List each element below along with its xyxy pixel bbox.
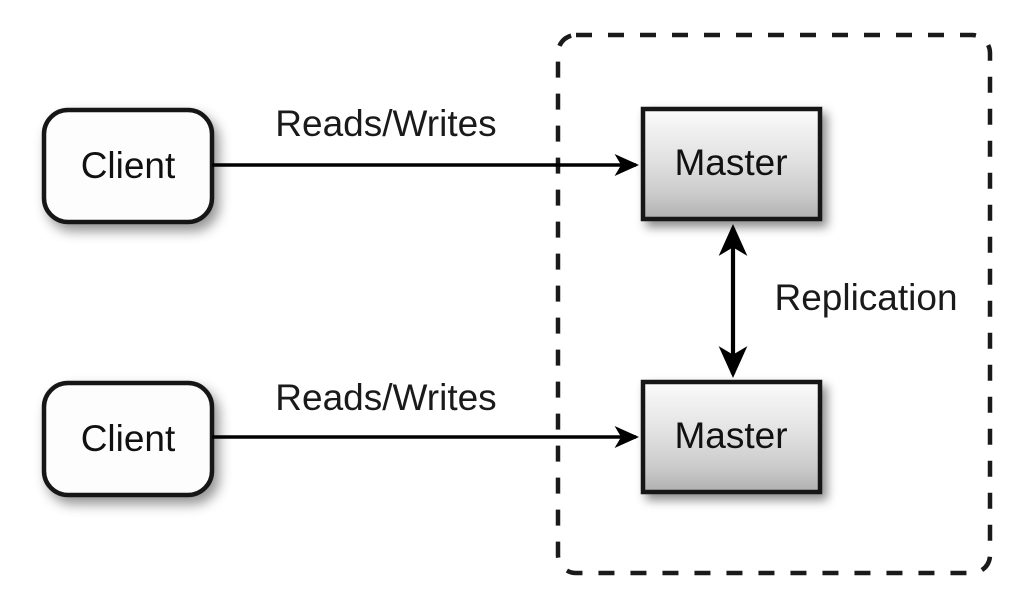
client-top-label: Client xyxy=(81,145,176,186)
edge-label-replication: Replication xyxy=(774,277,957,318)
master-top-label: Master xyxy=(674,142,787,183)
client-bottom-box xyxy=(41,380,215,498)
replication-cluster-boundary xyxy=(555,32,993,576)
edge-master-replication: Replication xyxy=(718,224,958,378)
edge-label-reads-writes-top: Reads/Writes xyxy=(275,103,496,144)
node-master-top[interactable]: Master xyxy=(640,106,823,222)
edge-client-bottom-to-master-bottom: Reads/Writes xyxy=(212,377,640,449)
edge-client-top-to-master-top: Reads/Writes xyxy=(212,103,640,177)
node-client-top[interactable]: Client xyxy=(41,107,215,225)
client-bottom-label: Client xyxy=(81,418,176,459)
node-master-bottom[interactable]: Master xyxy=(640,379,823,495)
master-bottom-box xyxy=(640,379,823,495)
master-top-box xyxy=(640,106,823,222)
node-client-bottom[interactable]: Client xyxy=(41,380,215,498)
master-bottom-label: Master xyxy=(674,415,787,456)
edge-label-reads-writes-bottom: Reads/Writes xyxy=(275,377,496,418)
